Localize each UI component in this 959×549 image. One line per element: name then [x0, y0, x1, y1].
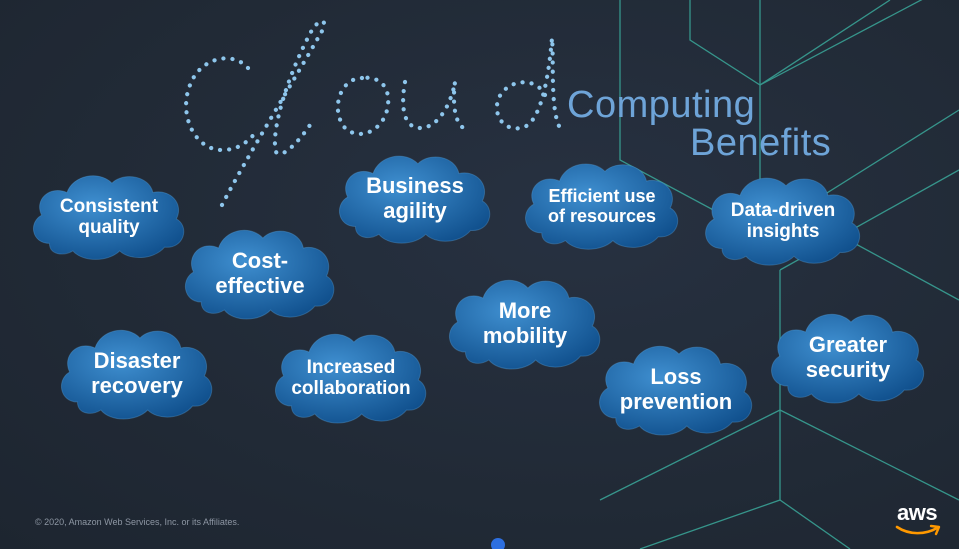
- benefit-label: Data-driven insights: [730, 199, 836, 242]
- cloud-shape: [771, 313, 925, 404]
- aws-smile-arrow-icon: [895, 524, 941, 536]
- cloud-shape: [61, 329, 213, 420]
- benefit-cloud: Business agility: [334, 148, 496, 250]
- benefit-cloud: Increased collaboration: [270, 326, 432, 430]
- aws-logo-text: aws: [897, 500, 938, 525]
- aws-logo: aws: [893, 500, 949, 540]
- benefit-cloud: Data-driven insights: [700, 170, 866, 272]
- benefit-cloud: Greater security: [766, 306, 930, 410]
- cloud-shape: [339, 155, 491, 244]
- benefit-cloud: Disaster recovery: [56, 322, 218, 426]
- cloud-shape: [275, 333, 427, 424]
- benefit-cloud: Efficient use of resources: [520, 156, 684, 256]
- cloud-shape: [33, 175, 185, 260]
- benefit-cloud: Cost- effective: [180, 222, 340, 326]
- page-indicator-dot[interactable]: [491, 538, 505, 549]
- benefit-cloud: Loss prevention: [594, 338, 758, 442]
- benefit-cloud: More mobility: [444, 272, 606, 376]
- title-computing: Computing: [567, 84, 756, 126]
- benefit-label: More mobility: [482, 298, 568, 348]
- benefit-label: Efficient use of resources: [547, 185, 657, 226]
- footer-copyright: © 2020, Amazon Web Services, Inc. or its…: [35, 517, 240, 527]
- cloud-shape: [705, 177, 861, 266]
- cloud-shape: [449, 279, 601, 370]
- benefit-label: Business agility: [366, 173, 464, 223]
- benefit-cloud: Consistent quality: [28, 168, 190, 266]
- benefit-label: Loss prevention: [619, 364, 733, 414]
- cloud-shape: [184, 229, 335, 320]
- cloud-shape: [599, 345, 753, 436]
- benefit-label: Greater security: [805, 332, 891, 382]
- benefit-label: Increased collaboration: [291, 356, 411, 399]
- title-benefits: Benefits: [690, 122, 832, 164]
- benefit-label: Consistent quality: [59, 195, 159, 238]
- benefit-label: Cost- effective: [215, 248, 305, 298]
- cloud-shape: [525, 163, 679, 250]
- benefit-label: Disaster recovery: [91, 348, 183, 398]
